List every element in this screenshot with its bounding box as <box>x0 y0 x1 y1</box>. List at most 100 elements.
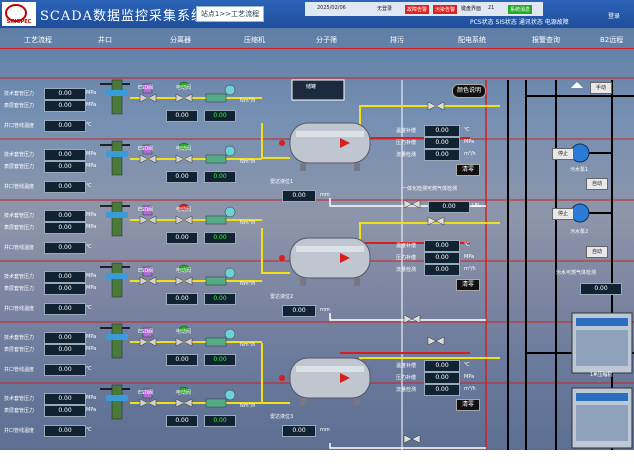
well-wellhead_temp-value: 0.00 <box>44 242 86 254</box>
status-item[interactable]: 键盘界面 <box>461 6 482 12</box>
sep-pressure-value: 0.00 <box>424 252 460 264</box>
sep-flow-unit: m³/h <box>464 266 476 272</box>
pump2-label: 污水泵2 <box>570 229 589 235</box>
pump1-label: 污水泵1 <box>570 167 589 173</box>
well-oil-label: 表层套管压力 <box>4 164 35 170</box>
pump1-stop-button[interactable]: 停止 <box>552 148 574 160</box>
separator-level-value: 0.00 <box>282 305 316 317</box>
separator-level-unit: mm <box>320 192 330 198</box>
compressor-label: 1#压缩机 <box>590 372 613 378</box>
choke-value: 0.00 <box>166 171 198 183</box>
esd-valve-label: ESD阀 <box>138 207 154 213</box>
sdv-valve-label: 电动阀 <box>176 390 192 396</box>
well-unit: MPa <box>86 407 97 413</box>
sep-pressure-value: 0.00 <box>424 137 460 149</box>
sep-temp-value: 0.00 <box>424 240 460 252</box>
nav-item-separator[interactable]: 分离器 <box>170 36 191 44</box>
sep-pressure-label: 压力补偿 <box>396 140 417 146</box>
top-nav: 工艺流程 井口 分离器 压缩机 分子筛 排污 配电系统 报警查询 B2远程 <box>0 32 634 48</box>
color-legend-button[interactable]: 颜色说明 <box>452 84 486 98</box>
sep-flow-value: 0.00 <box>424 264 460 276</box>
flow-value: 0.00 <box>204 110 236 122</box>
flow-value: 0.00 <box>204 293 236 305</box>
sep-temp-label: 温度补偿 <box>396 243 417 249</box>
status-item[interactable]: 系统消息 <box>508 5 533 14</box>
well-oil-label: 表层套管压力 <box>4 103 35 109</box>
status-item[interactable]: 无登录 <box>377 6 393 12</box>
well-unit: MPa <box>86 346 97 352</box>
separator-level-label: 雷达液位2 <box>270 294 294 300</box>
reset-button[interactable]: 清零 <box>456 164 480 176</box>
choke-value: 0.00 <box>166 415 198 427</box>
well-casing-label: 技术套管压力 <box>4 152 35 158</box>
separator-level-value: 0.00 <box>282 425 316 437</box>
sep-temp-value: 0.00 <box>424 125 460 137</box>
pump2-auto-button[interactable]: 自动 <box>586 246 608 258</box>
well-casing_pressure-value: 0.00 <box>44 332 86 344</box>
status-item[interactable]: 故障告警 <box>405 5 430 14</box>
pump1-auto-button[interactable]: 自动 <box>586 178 608 190</box>
login-link[interactable]: 登录 <box>608 13 621 20</box>
well-oil_pressure-value: 0.00 <box>44 222 86 234</box>
well-oil_pressure-value: 0.00 <box>44 405 86 417</box>
well-oil_pressure-value: 0.00 <box>44 100 86 112</box>
reset-button[interactable]: 清零 <box>456 399 480 411</box>
esd-valve-label: ESD阀 <box>138 329 154 335</box>
well-unit: MPa <box>86 163 97 169</box>
nav-item-process[interactable]: 工艺流程 <box>24 36 52 44</box>
well-unit: ℃ <box>86 244 92 250</box>
manual-mode-button[interactable]: 手动 <box>590 82 612 94</box>
nav-item-remote[interactable]: B2远程 <box>600 36 624 44</box>
nav-item-alarms[interactable]: 报警查询 <box>532 36 560 44</box>
well-casing_pressure-value: 0.00 <box>44 88 86 100</box>
status-item[interactable]: 污染告警 <box>433 5 458 14</box>
header-bar: SINOPEC SCADA数据监控采集系统 站点1>>工艺流程 2025/02/… <box>0 0 634 28</box>
flow-value: 0.00 <box>204 415 236 427</box>
well-wellhead_temp-value: 0.00 <box>44 364 86 376</box>
nav-item-compressor[interactable]: 压缩机 <box>244 36 265 44</box>
well-oil_pressure-value: 0.00 <box>44 283 86 295</box>
well-oil_pressure-value: 0.00 <box>44 344 86 356</box>
site-selector-button[interactable]: 站点1>>工艺流程 <box>196 6 264 22</box>
gas-unit: LEL <box>472 203 481 209</box>
sep-temp-label: 温度补偿 <box>396 363 417 369</box>
well-unit: MPa <box>86 212 97 218</box>
gas-detector-2-value: 0.00 <box>580 283 622 295</box>
well-wellhead_temp-value: 0.00 <box>44 425 86 437</box>
esd-valve-label: ESD阀 <box>138 390 154 396</box>
well-oil-label: 表层套管压力 <box>4 347 35 353</box>
pump2-stop-button[interactable]: 停止 <box>552 208 574 220</box>
well-unit: ℃ <box>86 122 92 128</box>
nav-item-power[interactable]: 配电系统 <box>458 36 486 44</box>
well-casing_pressure-value: 0.00 <box>44 149 86 161</box>
well-temp-label: 井口管线温度 <box>4 428 35 434</box>
flow-unit: Nm³/h <box>240 281 256 287</box>
sep-pressure-unit: MPa <box>464 139 475 145</box>
nav-item-drainage[interactable]: 排污 <box>390 36 404 44</box>
nav-item-wellhead[interactable]: 井口 <box>98 36 112 44</box>
date-text: 2025/02/06 <box>317 5 346 11</box>
esd-valve-label: ESD阀 <box>138 85 154 91</box>
choke-value: 0.00 <box>166 293 198 305</box>
well-casing-label: 技术套管压力 <box>4 91 35 97</box>
sdv-valve-label: 电动阀 <box>176 85 192 91</box>
separator-level-unit: mm <box>320 307 330 313</box>
well-oil-label: 表层套管压力 <box>4 286 35 292</box>
system-status-line: PCS状态 SIS状态 通讯状态 电源故障 <box>470 17 569 26</box>
well-temp-label: 井口管线温度 <box>4 123 35 129</box>
well-temp-label: 井口管线温度 <box>4 367 35 373</box>
sep-temp-unit: ℃ <box>464 127 470 133</box>
gas-detector-2-label: 污水可燃气体检测 <box>556 270 597 276</box>
reset-button[interactable]: 清零 <box>456 279 480 291</box>
tank-label: 储罐 <box>306 84 317 90</box>
sep-temp-label: 温度补偿 <box>396 128 417 134</box>
nav-item-molecular-sieve[interactable]: 分子筛 <box>316 36 337 44</box>
well-unit: MPa <box>86 151 97 157</box>
separator-level-label: 雷达液位3 <box>270 414 294 420</box>
sep-pressure-unit: MPa <box>464 374 475 380</box>
well-casing_pressure-value: 0.00 <box>44 271 86 283</box>
sdv-valve-label: 电动阀 <box>176 329 192 335</box>
well-unit: MPa <box>86 273 97 279</box>
home-icon[interactable] <box>571 82 583 88</box>
